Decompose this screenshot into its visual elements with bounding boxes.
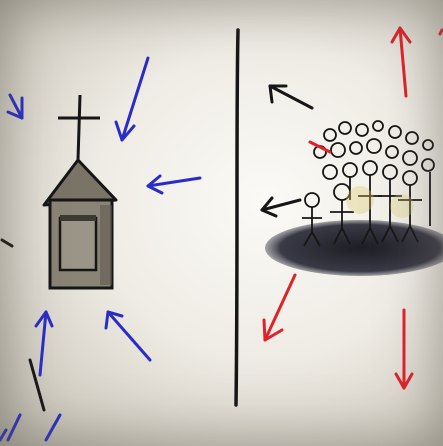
crowd-of-people-icon (265, 121, 443, 276)
arrow-icon (8, 95, 22, 118)
center-divider-line (236, 30, 238, 405)
arrow-icon (116, 58, 148, 140)
arrow-icon (106, 312, 150, 360)
arrow-icon (396, 310, 412, 388)
arrow-icon (0, 430, 6, 440)
arrow-icon (392, 28, 410, 96)
arrow-icon (262, 198, 300, 216)
black-arrows-group (262, 86, 312, 216)
arrow-icon (36, 312, 52, 375)
arrow-icon (264, 275, 295, 340)
arrow-icon (270, 86, 312, 108)
church-icon (44, 95, 116, 288)
arrow-icon (8, 415, 60, 440)
arrow-icon (440, 30, 442, 34)
arrow-icon (148, 176, 200, 193)
arrow-icon (310, 142, 330, 152)
